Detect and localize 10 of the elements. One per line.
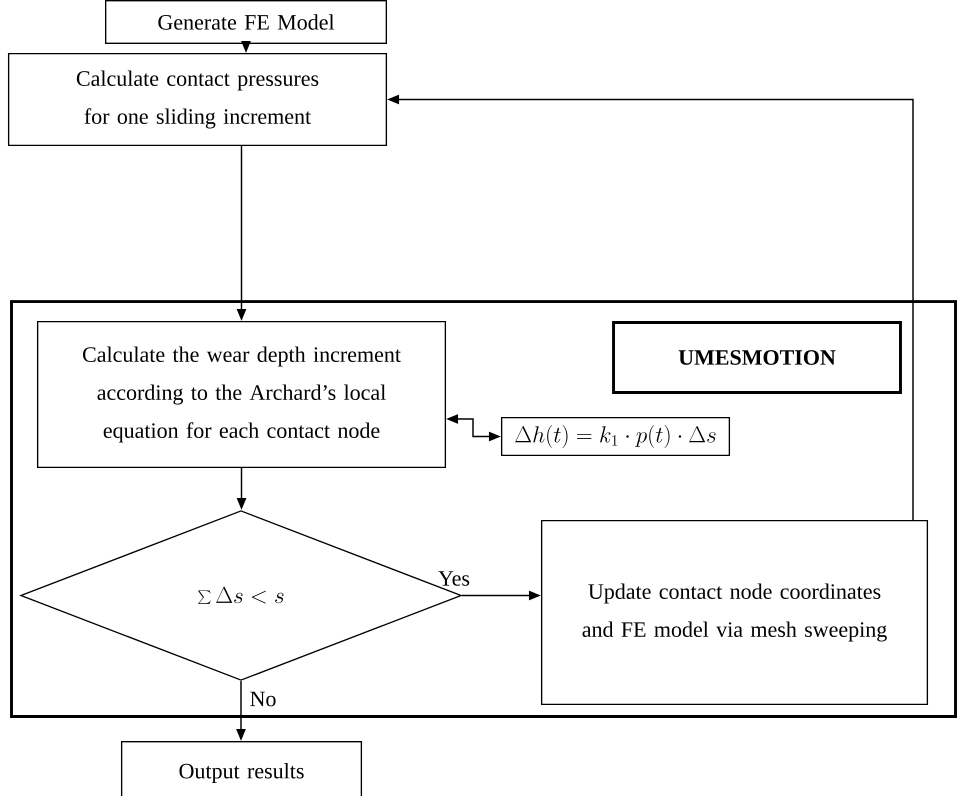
frame-box	[10, 300, 957, 718]
process-box: Generate FE Model	[105, 0, 387, 44]
process-box: Calculate contact pressures for one sliding increment	[8, 52, 388, 146]
edge-label: No	[250, 692, 276, 706]
process-box: Calculate the wear depth increment according to the Archard’s local equation for each contact node	[36, 320, 446, 468]
edge-label: Yes	[438, 571, 470, 586]
process-box: Output results	[120, 741, 362, 796]
formula-box: $\Delta h(t) = k_1 \cdot p(t) \cdot \Delta s$	[500, 416, 730, 456]
process-box: Update contact node coordinates and FE model via mesh sweeping	[540, 520, 928, 706]
label-box: UMESMOTION	[612, 321, 902, 394]
